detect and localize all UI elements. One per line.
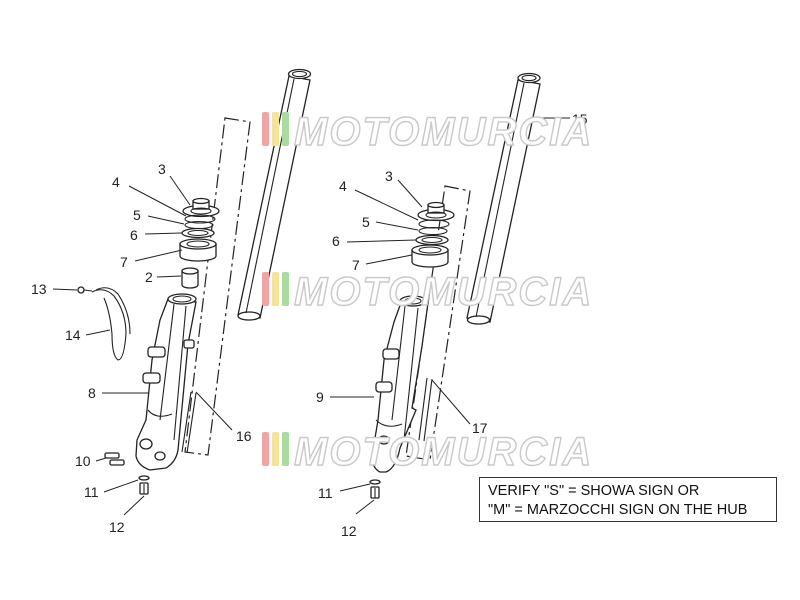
callout-left-7: 7	[120, 254, 128, 270]
left-drain-screw	[138, 475, 150, 495]
right-bushing	[411, 244, 449, 268]
right-stanchion-tube	[466, 72, 541, 325]
callout-left-4: 4	[112, 174, 120, 190]
callout-right-7: 7	[352, 257, 360, 273]
callout-right-17: 17	[472, 420, 488, 436]
right-circlip	[418, 219, 450, 229]
callout-left-16: 16	[236, 428, 252, 444]
left-bushing	[179, 238, 217, 262]
note-line-1: VERIFY "S" = SHOWA SIGN OR	[488, 483, 700, 499]
callout-right-4: 4	[339, 178, 347, 194]
left-bleed-screws	[104, 452, 125, 466]
left-damper-rod	[181, 391, 197, 454]
right-damper-rod	[418, 377, 433, 442]
verification-note: VERIFY "S" = SHOWA SIGN OR "M" = MARZOCC…	[479, 477, 777, 522]
left-fork-slider	[135, 293, 197, 471]
callout-right-5: 5	[362, 214, 370, 230]
callout-left-10: 10	[75, 453, 91, 469]
watermark-top: MOTOMURCIA	[262, 109, 593, 155]
callout-left-8: 8	[88, 385, 96, 401]
callout-right-9: 9	[316, 389, 324, 405]
watermark-top-text: MOTOMURCIA	[294, 110, 593, 154]
callout-right-3: 3	[385, 168, 393, 184]
note-line-2: "M" = MARZOCCHI SIGN ON THE HUB	[488, 502, 748, 518]
callout-right-12: 12	[341, 523, 357, 539]
callout-left-14: 14	[65, 327, 81, 343]
watermark-bottom: MOTOMURCIA	[262, 429, 593, 475]
callout-left-6: 6	[130, 227, 138, 243]
callout-left-12: 12	[109, 519, 125, 535]
left-circlip	[184, 214, 216, 224]
watermark-middle: MOTOMURCIA	[262, 269, 593, 315]
callout-left-13: 13	[31, 281, 47, 297]
right-fork-slider	[371, 295, 429, 473]
left-seal-cap	[182, 197, 220, 218]
right-drain-screw	[369, 479, 381, 499]
callout-right-6: 6	[332, 233, 340, 249]
right-seal-cap	[417, 201, 455, 222]
callout-left-11: 11	[84, 484, 99, 500]
callout-left-2: 2	[145, 269, 153, 285]
callout-left-5: 5	[133, 207, 141, 223]
left-assembly-frame	[184, 117, 251, 456]
left-fork-assembly: 3 4 5 6 7 2 13 14 8 16 10 11 12	[31, 68, 312, 535]
callout-right-15: 15	[572, 111, 588, 127]
watermark-middle-text: MOTOMURCIA	[294, 270, 593, 314]
left-spacer-tube	[181, 267, 199, 289]
left-guide-screw	[77, 286, 93, 294]
callout-left-3: 3	[158, 161, 166, 177]
right-fork-assembly: 3 4 5 6 7 15 9 17 11 12	[316, 72, 588, 539]
left-oil-seal	[181, 227, 215, 239]
watermark-bottom-text: MOTOMURCIA	[294, 430, 593, 474]
callout-right-11: 11	[318, 485, 333, 501]
left-hose-guide	[91, 287, 131, 361]
right-oil-seal	[415, 234, 449, 246]
right-washer	[418, 226, 448, 236]
